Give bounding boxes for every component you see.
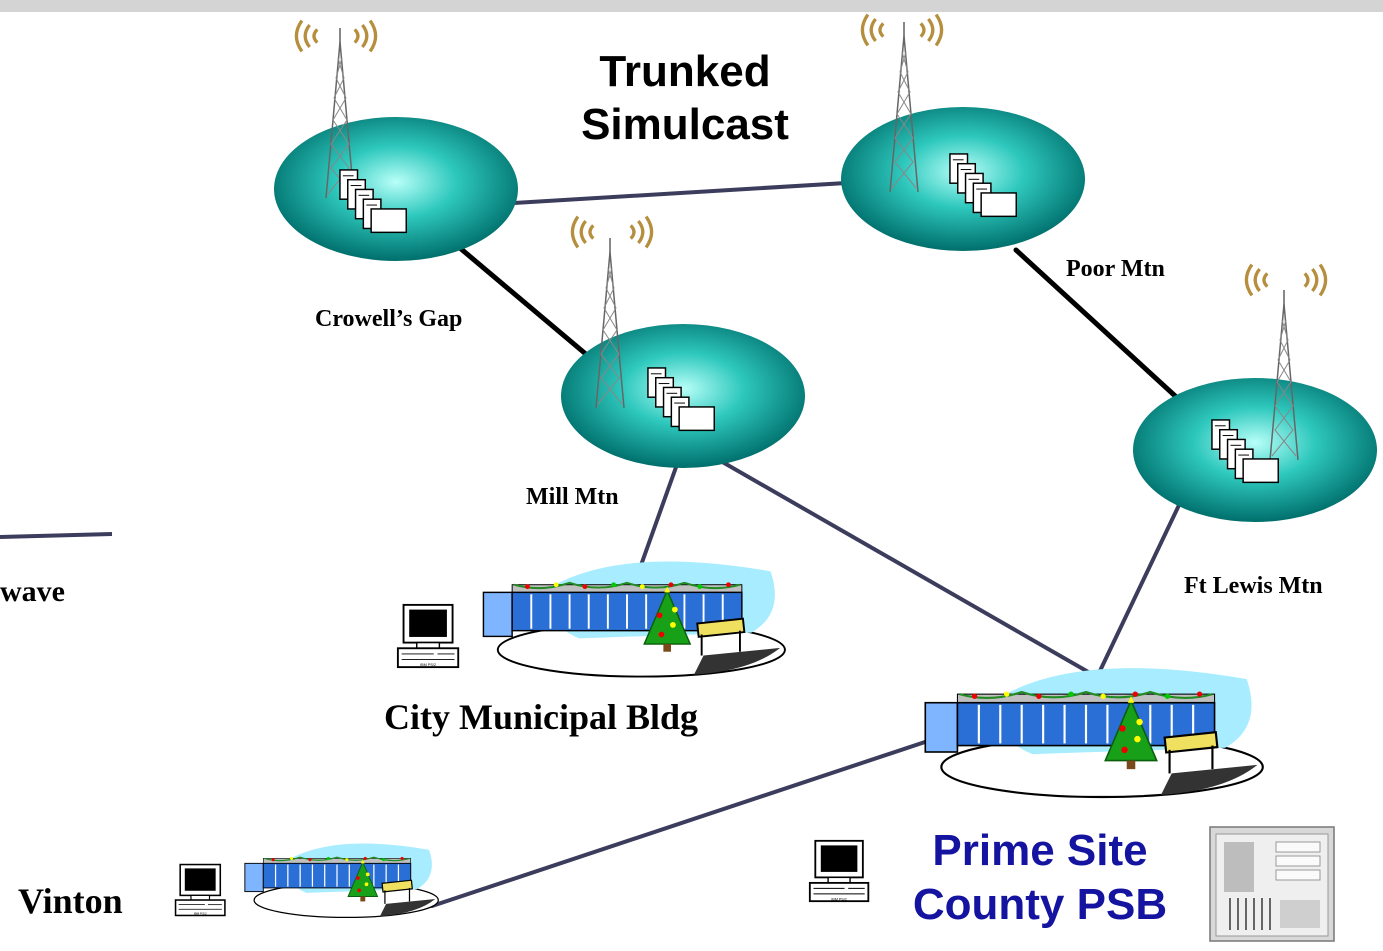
top-bar: [0, 0, 1383, 12]
computer-icon: [174, 863, 226, 917]
link-crowells-poor: [512, 181, 848, 205]
radio-waves-icon: [1244, 262, 1328, 298]
building-prime-icon: [924, 667, 1264, 799]
label-crowells-gap: Crowell’s Gap: [315, 306, 463, 332]
building-vinton-icon: [244, 842, 439, 919]
link-mill-prime: [710, 454, 1099, 679]
link-poor-ftlewis: [1013, 247, 1188, 408]
links: [430, 181, 1188, 908]
radio-waves-icon: [570, 214, 654, 250]
equipment-rack-icon: [1209, 826, 1335, 942]
link-prime-vinton: [430, 735, 942, 908]
site-ft-lewis-mtn: [1133, 378, 1377, 522]
label-prime-site: Prime Site County PSB: [880, 824, 1200, 931]
label-vinton: Vinton: [18, 881, 123, 921]
link-crowells-mill: [451, 240, 603, 369]
site-crowells-gap: [274, 117, 518, 261]
label-city-municipal-bldg: City Municipal Bldg: [384, 697, 699, 737]
label-poor-mtn: Poor Mtn: [1066, 256, 1165, 282]
building-city-icon: [482, 560, 786, 678]
radio-waves-icon: [294, 18, 378, 54]
computer-icon: [808, 839, 870, 903]
link-ftlewis-prime: [1096, 501, 1182, 677]
title-line-1: Trunked: [599, 47, 771, 96]
prime-line-1: Prime Site: [932, 826, 1148, 875]
link-mill-city: [638, 454, 682, 570]
radio-waves-icon: [860, 12, 944, 48]
computer-icon: [396, 603, 460, 669]
prime-line-2: County PSB: [912, 879, 1168, 929]
site-mill-mtn: [561, 324, 805, 468]
label-mill-mtn: Mill Mtn: [526, 484, 619, 510]
legend-label-partial: wave: [0, 575, 65, 608]
diagram-title: Trunked Simulcast: [540, 46, 830, 152]
label-ft-lewis-mtn: Ft Lewis Mtn: [1184, 573, 1323, 599]
title-line-2: Simulcast: [581, 99, 789, 149]
legend-microwave-line: [0, 532, 113, 539]
